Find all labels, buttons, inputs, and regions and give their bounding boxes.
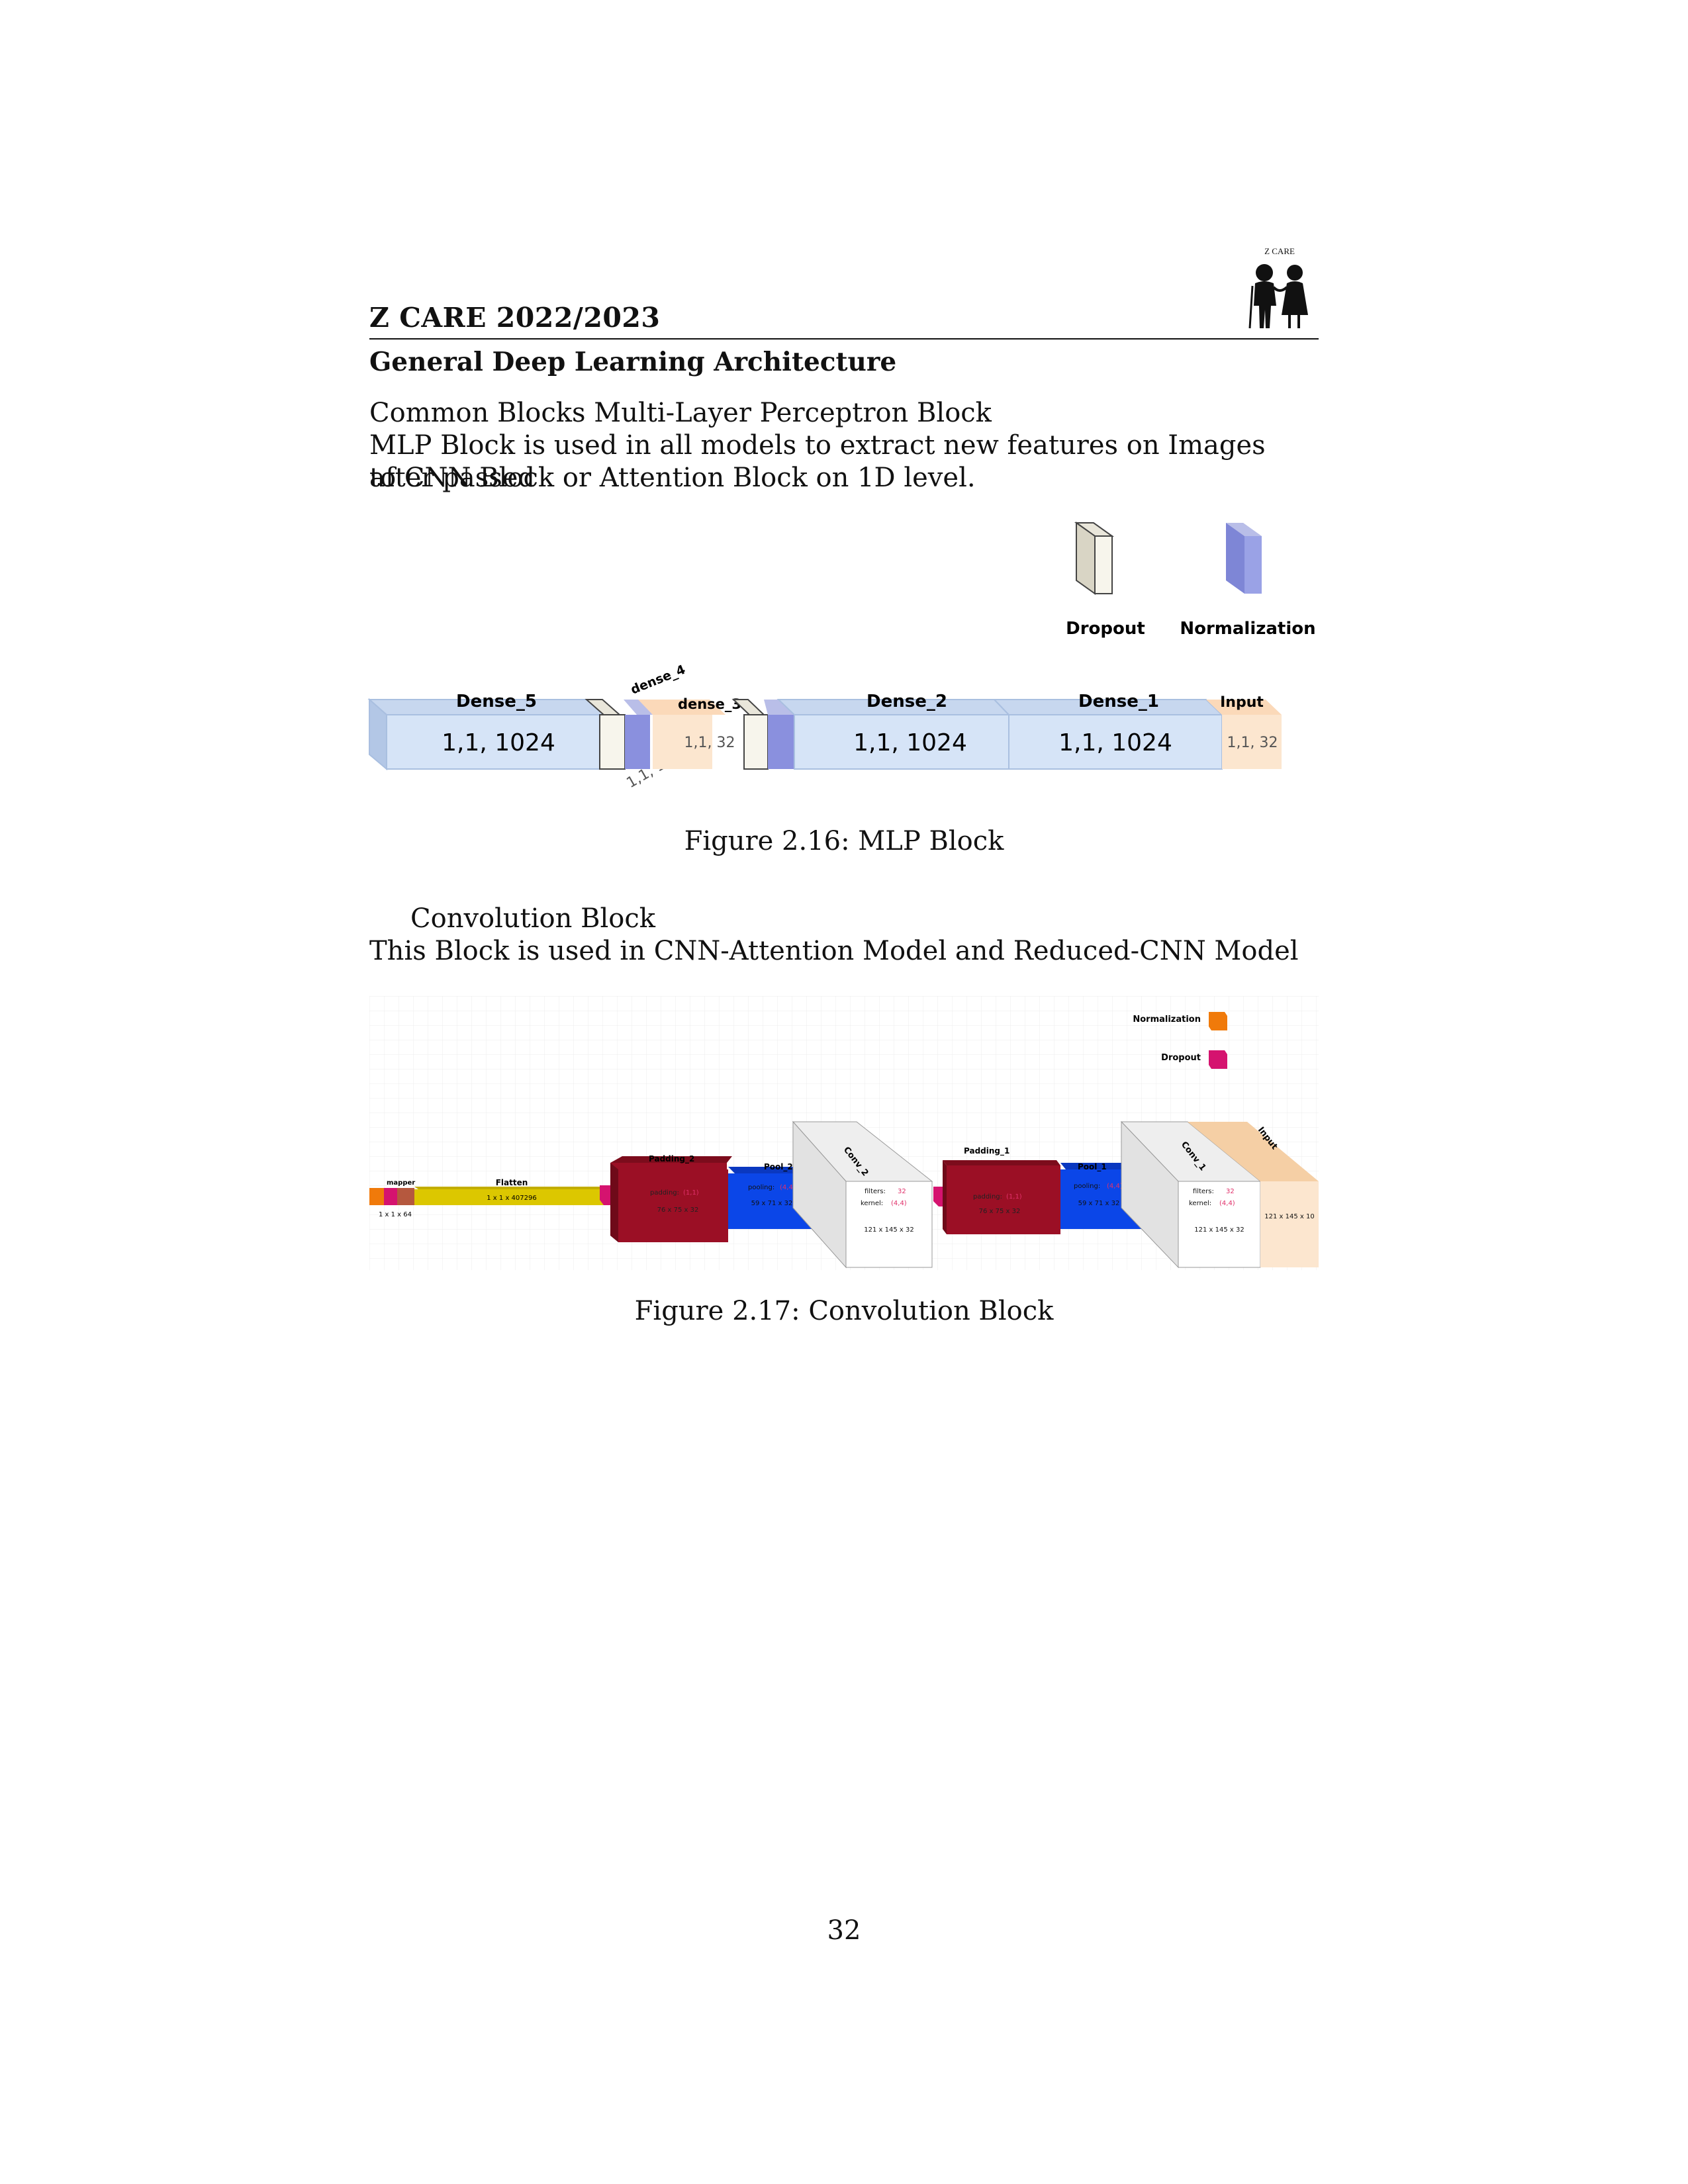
layer-padding-2: Padding_2 padding: (1,1) 76 x 75 x 32 <box>610 1154 732 1242</box>
legend-dropout-label: Dropout <box>1161 1053 1201 1063</box>
padding-1-name: Padding_1 <box>964 1146 1009 1156</box>
mlp-intro-line-1: Common Blocks Multi-Layer Perceptron Blo… <box>369 398 992 428</box>
mlp-intro-line-3: to CNN Block or Attention Block on 1D le… <box>369 463 976 493</box>
layer-padding-1: Padding_1 padding: (1,1) 76 x 75 x 32 <box>943 1146 1060 1234</box>
conv-2-filters-val: 32 <box>898 1188 906 1195</box>
zcare-logo: Z CARE <box>1243 246 1316 332</box>
header-title: Z CARE 2022/2023 <box>369 302 661 334</box>
layer-dense-3: dense_3 1,1, 32 <box>638 696 741 769</box>
layer-flatten: Flatten 1 x 1 x 407296 <box>414 1178 605 1205</box>
conv-1-kernel-val: (4,4) <box>1219 1200 1235 1207</box>
layer-input: Input 1,1, 32 <box>1206 694 1282 769</box>
pool-2-param-val: (4,4) <box>780 1184 796 1191</box>
mapper-name: mapper <box>387 1179 415 1187</box>
dense-4-name: dense_4 <box>629 662 688 698</box>
conv-2-kernel-key: kernel: <box>861 1200 883 1207</box>
pool-2-shape: 59 x 71 x 32 <box>751 1200 793 1207</box>
pool-2-param-key: pooling: <box>748 1184 774 1191</box>
pool-2-name: Pool_2 <box>764 1162 793 1172</box>
flatten-name: Flatten <box>496 1178 528 1187</box>
dropout-block-1 <box>585 699 626 770</box>
pool-1-name: Pool_1 <box>1078 1162 1107 1172</box>
conv-2-kernel-val: (4,4) <box>891 1200 907 1207</box>
dense-2-name: Dense_2 <box>867 692 947 711</box>
layer-conv-2: Conv_2 filters: 32 kernel: (4,4) 121 x 1… <box>792 1120 933 1269</box>
mlp-figure: Dropout Normalization Dense_5 1,1, 1024 … <box>357 510 1331 801</box>
header-rule <box>369 338 1319 340</box>
mapper-shape: 1 x 1 x 64 <box>379 1211 412 1218</box>
logo-text: Z CARE <box>1264 246 1295 256</box>
input-shape: 1,1, 32 <box>1227 735 1278 751</box>
conv-1-filters-val: 32 <box>1226 1188 1235 1195</box>
legend-normalization-label: Normalization <box>1180 619 1315 639</box>
layer-dense-1: Dense_1 1,1, 1024 <box>992 692 1224 770</box>
conv-intro-line-1: Convolution Block <box>410 903 656 934</box>
dense-2-shape: 1,1, 1024 <box>853 729 967 756</box>
mlp-figure-caption: Figure 2.16: MLP Block <box>684 826 1004 856</box>
dense-5-shape: 1,1, 1024 <box>442 729 555 756</box>
padding-2-name: Padding_2 <box>649 1154 694 1164</box>
conv-1-filters-key: filters: <box>1193 1188 1214 1195</box>
dense-1-shape: 1,1, 1024 <box>1058 729 1172 756</box>
normalization-block-1 <box>764 700 794 769</box>
conv-figure-caption: Figure 2.17: Convolution Block <box>634 1296 1054 1326</box>
dense-3-shape: 1,1, 32 <box>684 735 735 751</box>
legend-dropout-cube <box>1074 522 1115 595</box>
layer-mapper: mapper 1 x 1 x 64 <box>369 1179 415 1218</box>
dense-1-name: Dense_1 <box>1078 692 1159 711</box>
padding-1-shape: 76 x 75 x 32 <box>979 1208 1021 1215</box>
padding-2-param-val: (1,1) <box>683 1189 699 1197</box>
mlp-intro-line-2: MLP Block is used in all models to extra… <box>369 430 1266 493</box>
legend-normalization-cube <box>1226 523 1262 594</box>
padding-1-param-key: padding: <box>973 1193 1002 1201</box>
elderly-couple-icon <box>1248 264 1308 329</box>
conv-2-filters-key: filters: <box>865 1188 886 1195</box>
pool-1-param-key: pooling: <box>1074 1183 1100 1190</box>
input-shape: 121 x 145 x 10 <box>1264 1213 1314 1220</box>
legend-normalization-cube <box>1209 1012 1227 1030</box>
dense-5-name: Dense_5 <box>456 692 537 711</box>
conv-1-shape: 121 x 145 x 32 <box>1194 1226 1244 1234</box>
layer-conv-1: Conv_1 filters: 32 kernel: (4,4) 121 x 1… <box>1120 1120 1262 1269</box>
dense-3-name: dense_3 <box>678 696 741 712</box>
input-name: Input <box>1220 694 1264 711</box>
layer-dense-2: Dense_2 1,1, 1024 <box>776 692 1011 770</box>
layer-input: Input 121 x 145 x 10 <box>1188 1122 1319 1267</box>
page-number: 32 <box>827 1915 861 1946</box>
legend-normalization-label: Normalization <box>1133 1015 1201 1024</box>
section-heading: General Deep Learning Architecture <box>369 347 897 377</box>
padding-2-shape: 76 x 75 x 32 <box>657 1206 699 1214</box>
pool-1-shape: 59 x 71 x 32 <box>1078 1200 1120 1207</box>
padding-1-param-val: (1,1) <box>1006 1193 1022 1201</box>
layer-dense-5: Dense_5 1,1, 1024 <box>367 692 612 771</box>
padding-2-param-key: padding: <box>650 1189 679 1197</box>
flatten-shape: 1 x 1 x 407296 <box>487 1195 536 1202</box>
pool-1-param-val: (4,4) <box>1107 1183 1123 1190</box>
legend-dropout-cube <box>1209 1050 1227 1069</box>
conv-intro-line-2: This Block is used in CNN-Attention Mode… <box>369 936 1299 966</box>
conv-figure: Normalization Dropout mapper 1 x 1 x 64 … <box>369 996 1319 1270</box>
conv-2-shape: 121 x 145 x 32 <box>864 1226 914 1234</box>
conv-1-kernel-key: kernel: <box>1189 1200 1211 1207</box>
legend-dropout-label: Dropout <box>1066 619 1145 639</box>
